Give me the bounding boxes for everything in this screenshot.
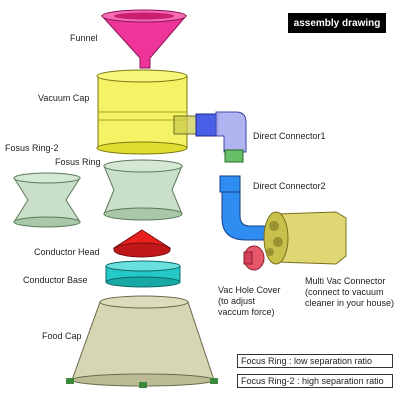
label-conductor-head: Conductor Head [34,247,100,257]
label-direct-connector-1: Direct Connector1 [253,131,326,141]
label-vac-hole-cover: Vac Hole Cover (to adjust vaccum force) [218,285,281,317]
funnel-part [100,9,188,69]
fosus-ring-2-part [13,172,81,228]
food-cap-part [66,295,218,388]
label-fosus-ring-2: Fosus Ring-2 [5,143,59,153]
vac-hole-cover-part [243,245,265,271]
label-multi-vac-connector: Multi Vac Connector (connect to vacuum c… [305,276,395,308]
conductor-base-part [105,260,181,288]
multi-vac-connector-part [263,211,347,265]
label-funnel: Funnel [70,33,98,43]
assembly-drawing-badge: assembly drawing [288,13,386,33]
vacuum-cap-part [96,69,188,155]
label-fosus-ring: Fosus Ring [55,157,101,167]
label-food-cap: Food Cap [42,331,82,341]
label-conductor-base: Conductor Base [23,275,88,285]
label-direct-connector-2: Direct Connector2 [253,181,326,191]
note-focus-ring-2: Focus Ring-2 : high separation ratio [237,374,393,388]
label-vacuum-cap: Vacuum Cap [38,93,90,103]
direct-connector-1-part [173,111,247,163]
note-focus-ring: Focus Ring : low separation ratio [237,354,393,368]
conductor-head-part [112,229,172,258]
fosus-ring-part [103,159,183,221]
